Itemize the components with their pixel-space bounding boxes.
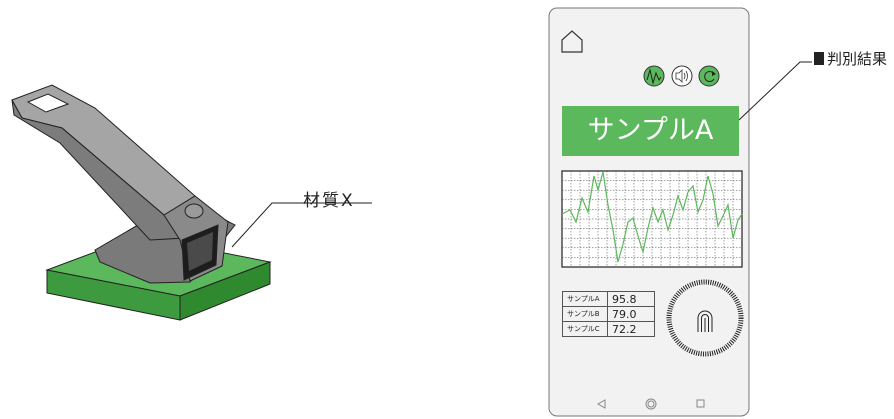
waveform-line	[561, 171, 743, 263]
sensor-device	[11, 84, 236, 284]
recents-icon[interactable]	[696, 399, 705, 408]
fingerprint-icon	[697, 310, 713, 332]
table-row: サンプルB 79.0	[562, 306, 655, 322]
material-leader-line	[231, 202, 372, 248]
result-banner-text: サンプルA	[587, 115, 714, 146]
table-row: サンプルA 95.8	[562, 291, 655, 307]
label-marker	[814, 52, 824, 65]
result-banner	[562, 106, 739, 156]
home-icon[interactable]	[561, 30, 583, 53]
sample-name: サンプルB	[562, 306, 608, 322]
refresh-icon[interactable]	[698, 65, 720, 87]
waveform-icon[interactable]	[643, 65, 665, 87]
table-row: サンプルC 72.2	[562, 321, 655, 337]
result-label-text: 判別結果	[827, 50, 888, 68]
home-circle-icon[interactable]	[645, 398, 657, 410]
speaker-icon[interactable]	[671, 65, 693, 87]
result-leader-line	[738, 61, 812, 121]
score-table: サンプルA 95.8 サンプルB 79.0 サンプルC 72.2	[562, 291, 655, 337]
back-icon[interactable]	[596, 399, 606, 409]
fingerprint-button[interactable]	[666, 279, 744, 357]
sample-score: 72.2	[607, 321, 655, 337]
sample-score: 79.0	[607, 306, 655, 322]
material-label: 材質X	[303, 191, 355, 211]
sample-name: サンプルA	[562, 291, 608, 307]
waveform-graph	[561, 170, 743, 268]
sample-name: サンプルC	[562, 321, 608, 337]
result-label: 判別結果	[814, 48, 887, 69]
sample-score: 95.8	[607, 291, 655, 307]
